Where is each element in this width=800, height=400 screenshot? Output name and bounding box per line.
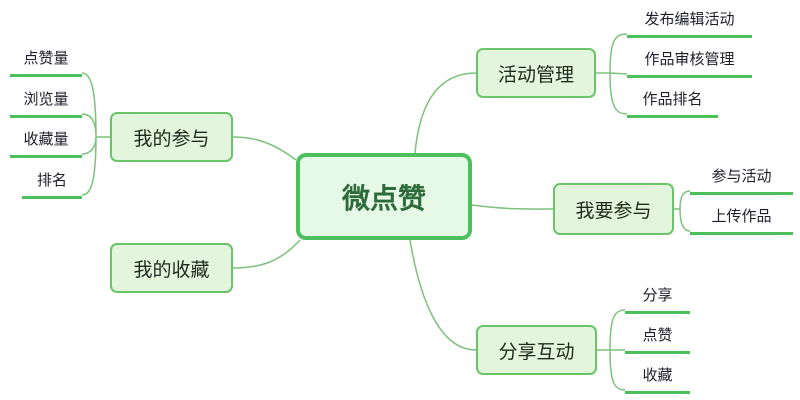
leaf-share[interactable]: 分享 [625,284,690,314]
link-root-mine [232,136,297,161]
node-my-participation[interactable]: 我的参与 [110,112,233,162]
leaf-upload-works[interactable]: 上传作品 [690,205,793,235]
link-share-leaves [597,309,626,391]
node-share-interaction[interactable]: 分享互动 [476,325,597,375]
leaf-like-count[interactable]: 点赞量 [10,47,82,77]
node-activity-management[interactable]: 活动管理 [476,48,596,98]
link-root-join [471,204,554,210]
link-root-fav [232,239,301,269]
leaf-publish-edit-activity[interactable]: 发布编辑活动 [627,8,752,38]
link-mine-leaves [81,72,110,196]
leaf-join-activity[interactable]: 参与活动 [690,165,793,195]
link-root-share [409,239,477,351]
leaf-like[interactable]: 点赞 [625,324,690,354]
root-node[interactable]: 微点赞 [296,153,472,240]
leaf-view-count[interactable]: 浏览量 [10,88,82,118]
leaf-favorite[interactable]: 收藏 [625,364,690,394]
leaf-favorite-count[interactable]: 收藏量 [10,128,82,158]
leaf-works-ranking[interactable]: 作品排名 [627,88,718,118]
link-join-leaves [674,190,691,232]
link-activity-leaves [596,33,628,115]
link-root-activity [414,72,477,154]
node-join[interactable]: 我要参与 [553,183,674,235]
node-my-favorites[interactable]: 我的收藏 [110,243,233,293]
leaf-ranking[interactable]: 排名 [22,169,82,199]
leaf-review-works[interactable]: 作品审核管理 [627,48,752,78]
